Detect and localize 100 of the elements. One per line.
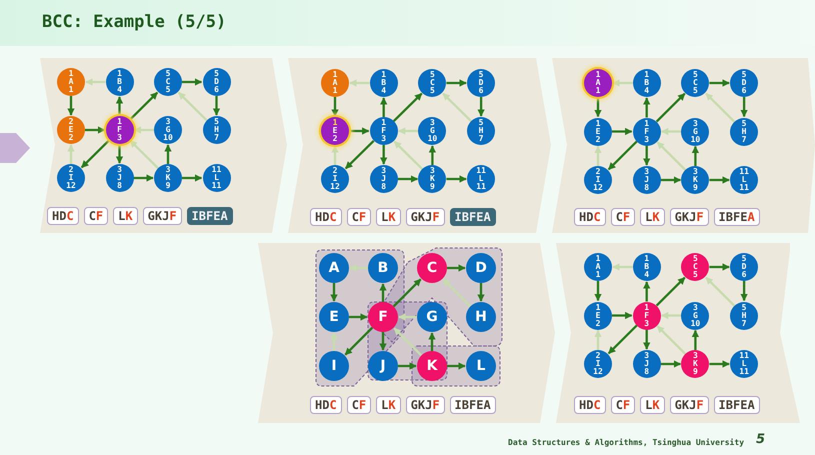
arrow	[612, 79, 633, 87]
arrow	[594, 97, 602, 118]
stack-label: CF	[610, 208, 636, 226]
arrow	[594, 281, 602, 302]
arrow	[398, 175, 418, 183]
arrow	[692, 146, 700, 166]
arrow	[594, 146, 602, 166]
arrow	[608, 324, 638, 354]
arrow	[612, 128, 632, 136]
stack-label: LK	[113, 207, 138, 225]
stack-label: GKJF	[670, 396, 709, 414]
arrow	[349, 313, 368, 321]
arrow	[164, 144, 172, 164]
arrow	[178, 92, 208, 121]
arrow	[330, 332, 338, 351]
stack-label: GKJF	[142, 207, 182, 225]
arrow	[643, 281, 650, 302]
slide-title: BCC: Example (5/5)	[42, 12, 226, 32]
arrow	[398, 362, 417, 370]
stack-label: GKJF	[406, 396, 445, 414]
arrow	[656, 276, 686, 306]
arrow	[594, 330, 602, 350]
vertex-circle: 1 F 3	[106, 116, 134, 144]
arrow	[660, 360, 682, 368]
stack-label: HDC	[47, 207, 79, 225]
arrow	[740, 97, 748, 118]
arrow	[392, 278, 422, 308]
stack-label: CF	[84, 207, 108, 225]
stack-label: IBFEA	[450, 208, 496, 226]
page-number: 5	[756, 432, 766, 447]
stack-label: CF	[346, 208, 372, 226]
stack-label: HDC	[574, 396, 606, 414]
vertex-circle: 1 E 2	[321, 117, 349, 145]
arrow	[446, 175, 467, 183]
stack-label: GKJF	[406, 208, 445, 226]
arrow	[116, 144, 124, 164]
arrow	[394, 328, 422, 356]
stack-label: CF	[346, 396, 372, 414]
arrow	[608, 140, 638, 170]
stack-label: HDC	[574, 208, 606, 226]
arrow	[129, 140, 159, 169]
arrow	[692, 330, 700, 350]
arrow	[447, 264, 466, 272]
arrow	[394, 140, 424, 170]
vertex-circle: 1 A 1	[584, 69, 612, 97]
stack-label: IBFEA	[714, 208, 760, 226]
stack-label: LK	[640, 208, 665, 226]
arrow	[660, 128, 682, 136]
arrow	[709, 360, 730, 368]
arrow	[85, 78, 106, 86]
arrow	[392, 92, 423, 122]
footer-text: Data Structures & Algorithms, Tsinghua University	[508, 438, 744, 447]
arrow	[134, 174, 154, 182]
arrow	[331, 145, 339, 165]
arrow	[656, 141, 686, 171]
arrow	[656, 325, 686, 355]
arrow	[660, 176, 682, 184]
arrow	[643, 97, 650, 118]
arrow	[349, 264, 368, 272]
arrow	[330, 283, 338, 302]
arrow	[128, 92, 158, 121]
arrow	[643, 146, 650, 166]
arrow	[344, 140, 375, 170]
arrow	[380, 97, 388, 117]
arrow	[447, 362, 466, 370]
arrow	[442, 92, 472, 122]
arrow	[705, 92, 735, 122]
arrow	[398, 313, 417, 321]
stack-label: IBFEA	[450, 396, 496, 414]
arrow	[442, 278, 472, 308]
arrow	[660, 312, 682, 320]
stack-label: LK	[376, 396, 401, 414]
arrow	[612, 263, 633, 271]
arrow	[643, 330, 650, 350]
stack-label: GKJF	[670, 208, 709, 226]
arrow	[344, 326, 374, 356]
arrow	[398, 127, 418, 135]
arrow	[612, 312, 632, 320]
arrow	[379, 283, 387, 302]
arrow	[740, 281, 748, 302]
stack-label: IBFEA	[186, 207, 233, 225]
arrow	[656, 92, 686, 122]
arrow	[709, 176, 730, 184]
arrow	[380, 145, 388, 165]
arrow	[67, 144, 75, 164]
stack-label: HDC	[310, 208, 342, 226]
arrow	[349, 127, 370, 135]
arrow	[477, 97, 485, 117]
arrow	[705, 276, 735, 306]
arrow	[80, 139, 110, 168]
arrow	[428, 145, 436, 165]
arrow	[428, 332, 436, 351]
stack-label: CF	[610, 396, 636, 414]
stack-label: LK	[376, 208, 401, 226]
arrow	[85, 126, 106, 134]
arrow	[331, 97, 339, 117]
arrow	[116, 96, 124, 116]
arrow	[446, 79, 467, 87]
stack-label: HDC	[310, 396, 342, 414]
arrow	[182, 78, 202, 86]
